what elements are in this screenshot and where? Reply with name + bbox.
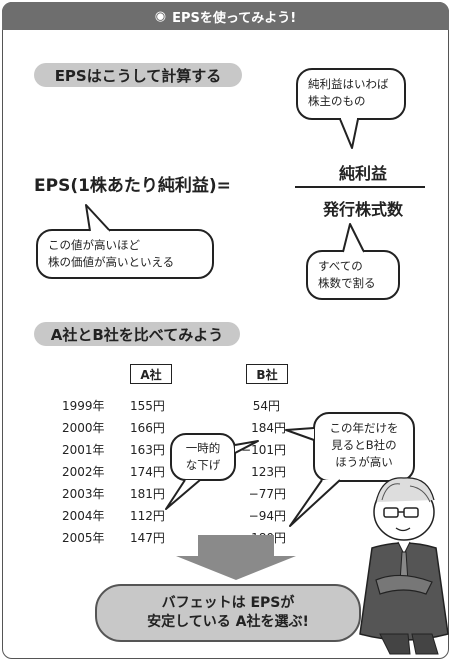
b-note-bubble: この年だけを 見るとB社の ほうが高い (313, 412, 415, 482)
year-cell: 1999年 (62, 399, 105, 413)
conclusion-line: 安定している A社を選ぶ! (147, 614, 309, 630)
section2-heading: A社とB社を比べてみよう (34, 322, 240, 346)
formula-numerator: 純利益 (338, 164, 387, 183)
circle-bullet-icon: ◉ (154, 8, 167, 24)
b-value-cell: −94円 (248, 509, 286, 523)
b-value-cell: 54円 (252, 399, 280, 413)
b-value-cell: 184円 (251, 421, 286, 435)
b-value-cell: −101円 (241, 443, 286, 457)
bubble-line: 一時的 (185, 441, 221, 455)
formula-left: EPS(1株あたり純利益)= (34, 176, 231, 196)
a-value-cell: 147円 (130, 531, 165, 545)
eps-note-bubble: この値が高いほど 株の価値が高いといえる (36, 229, 214, 279)
down-arrow-head (176, 556, 296, 580)
a-value-cell: 155円 (130, 399, 165, 413)
down-arrow-icon (198, 535, 274, 557)
a-value-cell: 163円 (130, 443, 165, 457)
page-title: EPSを使ってみよう! (172, 10, 297, 26)
a-value-cell: 181円 (130, 487, 165, 501)
bubble-line: この値が高いほど (48, 238, 140, 252)
bubble-line: 純利益はいわば (308, 77, 389, 91)
a-value-cell: 166円 (130, 421, 165, 435)
year-cell: 2001年 (62, 443, 105, 457)
title-bar: ◉ EPSを使ってみよう! (2, 2, 449, 30)
year-cell: 2005年 (62, 531, 105, 545)
year-cell: 2004年 (62, 509, 105, 523)
a-value-cell: 112円 (130, 509, 165, 523)
numerator-note-bubble: 純利益はいわば 株主のもの (296, 68, 406, 120)
bubble-line: 見るとB社の (331, 438, 397, 452)
b-value-cell: −77円 (248, 487, 286, 501)
dip-note-bubble: 一時的 な下げ (170, 433, 236, 481)
year-cell: 2000年 (62, 421, 105, 435)
col-header-b: B社 (246, 364, 288, 384)
bubble-line: すべての (318, 259, 363, 273)
a-value-cell: 174円 (130, 465, 165, 479)
conclusion-banner: バフェットは EPSが 安定している A社を選ぶ! (95, 584, 361, 642)
conclusion-line: バフェットは EPSが (161, 595, 295, 611)
bubble-line: 株の価値が高いといえる (48, 255, 175, 269)
formula-denominator: 発行株式数 (322, 200, 403, 219)
year-cell: 2002年 (62, 465, 105, 479)
fraction-line (295, 186, 425, 188)
denominator-note-bubble: すべての 株数で割る (306, 250, 400, 300)
b-value-cell: 123円 (251, 465, 286, 479)
col-header-a: A社 (130, 364, 172, 384)
bubble-line: な下げ (185, 458, 221, 472)
bubble-line: 株数で割る (318, 276, 376, 290)
bubble-line: この年だけを (329, 421, 399, 435)
bubble-line: ほうが高い (335, 455, 393, 469)
year-cell: 2003年 (62, 487, 105, 501)
section1-heading: EPSはこうして計算する (34, 63, 242, 87)
bubble-line: 株主のもの (308, 94, 366, 108)
